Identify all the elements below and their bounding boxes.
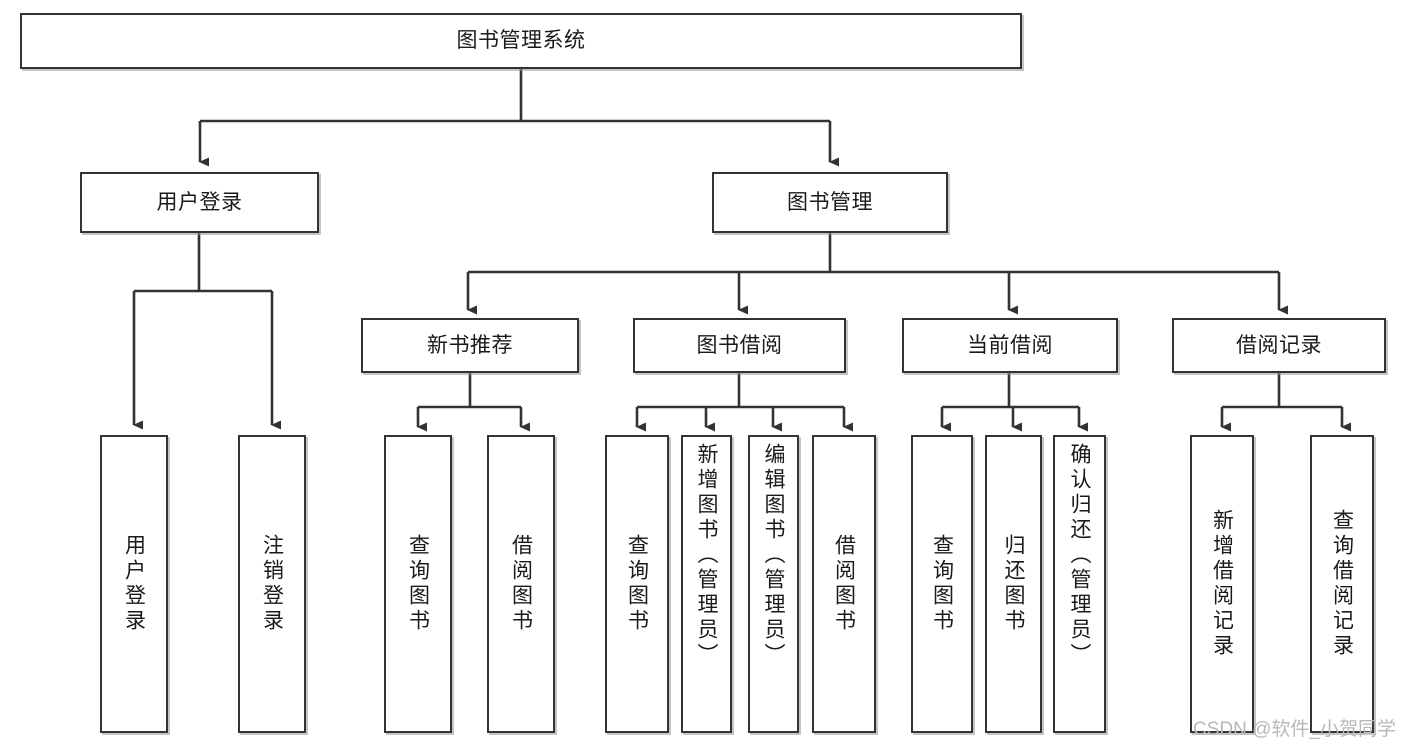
node-leaf-edit-book-label: 编辑图书（管理员）	[762, 443, 785, 668]
node-leaf-add-book-label: 新增图书（管理员）	[695, 443, 718, 668]
node-leaf-return-book[interactable]: 归还图书	[985, 435, 1042, 733]
connector-root-to-level1	[198, 69, 839, 167]
node-leaf-confirm-return-label: 确认归还（管理员）	[1068, 443, 1091, 668]
node-root-label: 图书管理系统	[456, 29, 586, 53]
node-user-login-label: 用户登录	[156, 190, 243, 214]
node-user-login[interactable]: 用户登录	[80, 172, 319, 233]
connector-userlogin-to-leaves	[132, 233, 281, 430]
node-leaf-user-logout[interactable]: 注销登录	[238, 435, 306, 733]
node-book-borrow-label: 图书借阅	[696, 333, 783, 357]
node-leaf-query-book-2[interactable]: 查询图书	[605, 435, 669, 733]
node-leaf-query-book-1[interactable]: 查询图书	[384, 435, 452, 733]
node-leaf-add-record-label: 新增借阅记录	[1210, 509, 1234, 659]
node-leaf-confirm-return[interactable]: 确认归还（管理员）	[1053, 435, 1106, 733]
node-leaf-query-record[interactable]: 查询借阅记录	[1310, 435, 1374, 733]
node-leaf-query-book-1-label: 查询图书	[406, 534, 430, 634]
connector-currentborrow-to-leaves	[940, 373, 1088, 432]
node-leaf-user-login-label: 用户登录	[122, 534, 146, 634]
node-leaf-borrow-book-2[interactable]: 借阅图书	[812, 435, 876, 733]
node-leaf-add-book[interactable]: 新增图书（管理员）	[681, 435, 732, 733]
node-root[interactable]: 图书管理系统	[20, 13, 1022, 69]
node-new-book-rec[interactable]: 新书推荐	[361, 318, 579, 373]
connector-bookborrow-to-leaves	[635, 373, 853, 432]
node-leaf-query-book-3-label: 查询图书	[930, 534, 954, 634]
connector-bookmanage-to-level2	[466, 233, 1288, 315]
node-leaf-query-record-label: 查询借阅记录	[1330, 509, 1354, 659]
node-book-borrow[interactable]: 图书借阅	[633, 318, 846, 373]
node-leaf-query-book-3[interactable]: 查询图书	[911, 435, 973, 733]
node-leaf-return-book-label: 归还图书	[1002, 534, 1025, 634]
connector-newbook-to-leaves	[416, 373, 530, 432]
connector-borrowrecord-to-leaves	[1220, 373, 1351, 432]
node-leaf-add-record[interactable]: 新增借阅记录	[1190, 435, 1254, 733]
node-leaf-user-logout-label: 注销登录	[260, 534, 284, 634]
node-leaf-borrow-book-1-label: 借阅图书	[509, 534, 533, 634]
node-book-manage[interactable]: 图书管理	[712, 172, 948, 233]
node-borrow-record-label: 借阅记录	[1236, 333, 1322, 357]
node-leaf-edit-book[interactable]: 编辑图书（管理员）	[748, 435, 799, 733]
node-leaf-borrow-book-1[interactable]: 借阅图书	[487, 435, 555, 733]
node-current-borrow-label: 当前借阅	[967, 333, 1053, 357]
node-leaf-borrow-book-2-label: 借阅图书	[832, 534, 856, 634]
node-new-book-rec-label: 新书推荐	[427, 333, 513, 357]
node-leaf-query-book-2-label: 查询图书	[625, 534, 649, 634]
node-book-manage-label: 图书管理	[787, 190, 873, 214]
node-current-borrow[interactable]: 当前借阅	[902, 318, 1118, 373]
node-leaf-user-login[interactable]: 用户登录	[100, 435, 168, 733]
watermark-text: CSDN @软件_小贺同学	[1193, 719, 1396, 740]
node-borrow-record[interactable]: 借阅记录	[1172, 318, 1386, 373]
